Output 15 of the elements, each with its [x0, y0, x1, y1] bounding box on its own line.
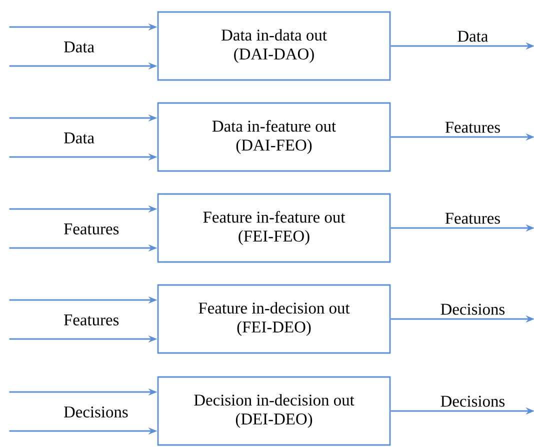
process-box: Data in-data out (DAI-DAO) [157, 11, 391, 81]
process-box: Feature in-decision out (FEI-DEO) [157, 284, 391, 354]
input-label: Decisions [64, 406, 128, 418]
edge-label: Decisions [440, 304, 505, 315]
input-label: Data [64, 42, 94, 52]
edge-label: Features [445, 212, 500, 224]
edge-label: Features [445, 122, 500, 133]
process-box: Decision in-decision out (DEI-DEO) [157, 376, 391, 446]
edge-label: Decisions [440, 396, 505, 407]
input-label: Data [64, 132, 94, 144]
process-box: Feature in-feature out (FEI-FEO) [157, 193, 391, 263]
input-label: Features [64, 224, 119, 234]
input-label: Features [64, 314, 119, 326]
edge-label: Data [458, 30, 488, 42]
process-box: Data in-feature out (DAI-FEO) [157, 102, 391, 172]
